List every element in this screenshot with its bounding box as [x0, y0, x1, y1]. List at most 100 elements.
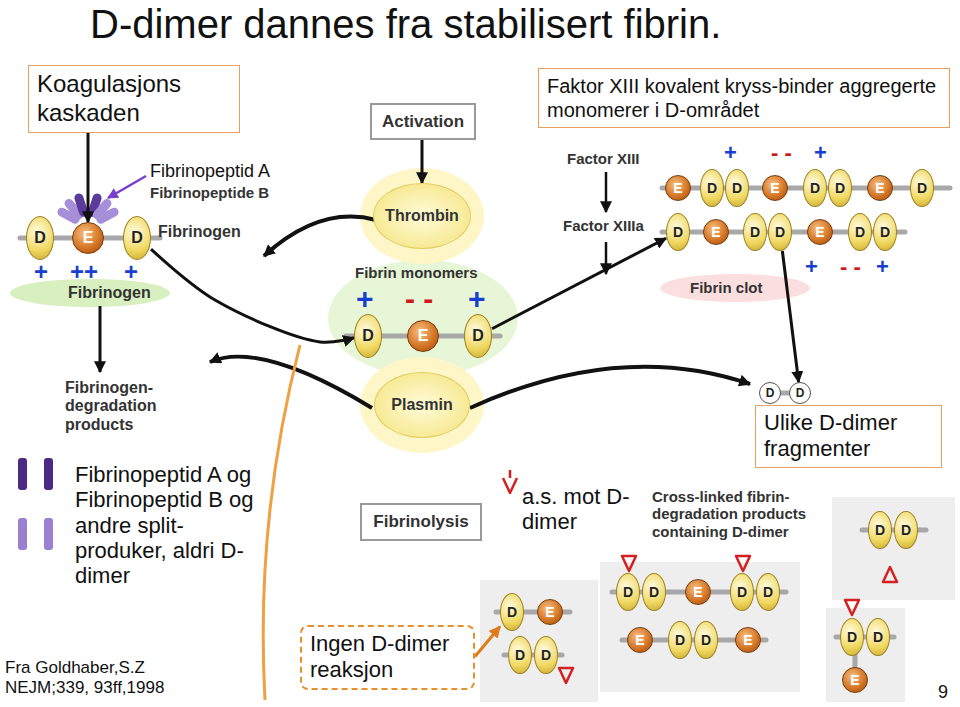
- figure-label: Fibrin clot: [690, 279, 763, 296]
- node-text: Koagulasjons kaskaden: [37, 70, 231, 128]
- node-text: D: [131, 229, 143, 247]
- node-text: D: [472, 327, 484, 345]
- figure-label: Cross-linked fibrin-degradation products…: [652, 488, 827, 540]
- molecule-domain: E: [842, 667, 868, 693]
- node-text: Ingen D-dimer reaksjon: [310, 631, 465, 684]
- antibody-symbol: [622, 556, 636, 571]
- molecule-domain: E: [807, 219, 833, 245]
- node-text: D: [675, 632, 685, 648]
- node-text: D: [847, 629, 857, 645]
- figure-label: Factor XIIIa: [563, 217, 644, 234]
- node-text: E: [875, 180, 884, 196]
- connector-arrow: [151, 249, 354, 342]
- molecule-domain: E: [627, 627, 653, 653]
- node-text: D: [917, 180, 927, 196]
- node-text: D: [507, 604, 517, 620]
- molecule-domain: D: [464, 314, 492, 358]
- molecule-domain: D: [616, 573, 640, 611]
- fragment-panel: [480, 580, 598, 702]
- node-text: D: [707, 180, 717, 196]
- connector-arrow: [782, 251, 798, 382]
- figure-label: Fibrinogen-degradation products: [65, 379, 195, 434]
- charge-sign: +: [124, 260, 138, 284]
- molecule-domain: E: [762, 175, 788, 201]
- figure-label: Fibrinogen: [158, 223, 241, 241]
- factor-note-box: Faktor XIII kovalent kryss-binder aggreg…: [538, 68, 950, 128]
- molecule-domain: D: [694, 621, 718, 659]
- node-text: E: [711, 224, 720, 240]
- node-text: D: [541, 647, 551, 663]
- cascade-box: Koagulasjons kaskaden: [28, 65, 240, 133]
- node-text: D: [362, 327, 374, 345]
- charge-sign: ++: [70, 260, 98, 284]
- antibodies: [503, 470, 897, 683]
- connector-arrow: [420, 140, 423, 183]
- molecule-domain: D: [894, 511, 918, 549]
- node-text: E: [418, 327, 429, 345]
- molecule-domain: D: [534, 636, 558, 674]
- charge-sign: - -: [405, 284, 433, 314]
- node-text: Fibrinolysis: [373, 512, 468, 532]
- molecule-domain: E: [537, 599, 563, 625]
- charge-sign: +: [814, 142, 827, 164]
- molecule-domain: D: [354, 314, 382, 358]
- figure-label: Fibrinopeptide B: [150, 184, 269, 201]
- charge-sign: +: [356, 284, 374, 314]
- molecule-domain: D: [759, 382, 781, 404]
- leader-line: [108, 176, 146, 198]
- peptide-bar: [18, 518, 27, 550]
- molecule-domain: D: [668, 621, 692, 659]
- node-text: D: [750, 224, 760, 240]
- figure-label: Factor XIII: [567, 150, 640, 167]
- fibrinolysis-box: Fibrinolysis: [360, 503, 482, 541]
- node-text: D: [796, 386, 805, 400]
- note-text: Fibrinopeptid A og Fibrinopeptid B og an…: [75, 462, 260, 588]
- fragment-panel: [832, 497, 955, 600]
- molecule-domain: D: [666, 213, 690, 251]
- page-number: 9: [938, 682, 948, 703]
- slide-title: D-dimer dannes fra stabilisert fibrin.: [90, 2, 721, 46]
- node-text: D: [732, 180, 742, 196]
- connector-arrow: [492, 238, 666, 328]
- yellow-glow: [360, 168, 484, 264]
- antibody-symbol: [559, 668, 573, 683]
- charge-sign: - -: [771, 142, 792, 164]
- molecule-domain: E: [703, 219, 729, 245]
- node-text: D: [737, 584, 747, 600]
- node-text: E: [83, 229, 94, 247]
- molecule-domain: D: [768, 213, 792, 251]
- node-text: Activation: [382, 112, 464, 132]
- charge-sign: +: [34, 260, 48, 284]
- molecule-domain: D: [840, 618, 864, 656]
- node-text: Faktor XIII kovalent kryss-binder aggreg…: [547, 74, 941, 122]
- yellow-glow: [360, 357, 484, 453]
- molecule-domain: D: [26, 216, 54, 260]
- node-text: D: [701, 632, 711, 648]
- node-text: D: [835, 180, 845, 196]
- node-text: E: [743, 632, 752, 648]
- node-text: Thrombin: [385, 207, 459, 225]
- process-arrow: [470, 367, 750, 408]
- molecule-domain: E: [735, 627, 761, 653]
- charge-sign: +: [876, 256, 889, 278]
- antibody-symbol: [883, 567, 897, 582]
- fibrinopeptide-b: [95, 206, 120, 225]
- molecule-domain: E: [685, 579, 711, 605]
- molecule-domain: D: [700, 169, 724, 207]
- charge-sign: +: [805, 256, 818, 278]
- molecule-domain: D: [123, 216, 151, 260]
- molecule-domain: D: [508, 636, 532, 674]
- divider-curve: [263, 345, 300, 700]
- node-text: E: [545, 604, 554, 620]
- node-text: D: [875, 522, 885, 538]
- molecule-domain: D: [910, 169, 934, 207]
- node-text: D: [763, 584, 773, 600]
- molecule-domain: E: [72, 222, 104, 254]
- node-text: Ulike D-dimer fragmenter: [764, 410, 933, 463]
- molecule-domain: D: [866, 618, 890, 656]
- plasmin-ellipse: Plasmin: [374, 372, 470, 438]
- peptide-bar: [18, 458, 27, 490]
- node-text: D: [775, 224, 785, 240]
- molecule-domain: D: [730, 573, 754, 611]
